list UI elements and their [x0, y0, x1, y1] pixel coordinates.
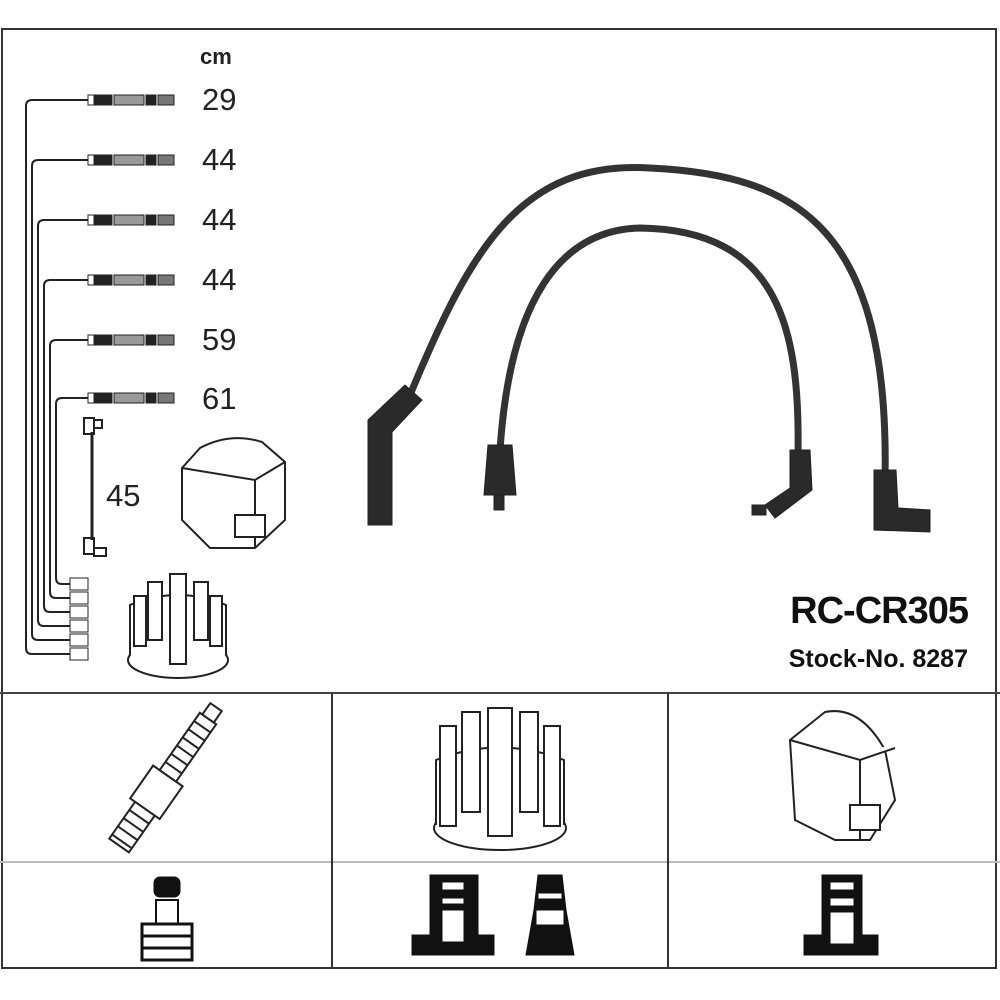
- cable-terminal: [113, 94, 145, 106]
- cable-terminal: [93, 392, 113, 404]
- cable-terminal: [157, 392, 175, 404]
- ignition-cables: [406, 164, 889, 481]
- cable-terminal: [93, 274, 113, 286]
- cable-terminal: [157, 274, 175, 286]
- cable-schematic: [25, 99, 107, 655]
- cable-length: 29: [202, 82, 237, 117]
- ignition-coil-icon: [788, 710, 897, 841]
- cable-terminal: [145, 334, 157, 346]
- cable-terminal: [157, 214, 175, 226]
- cable-terminal: [113, 334, 145, 346]
- cable-terminal: [157, 154, 175, 166]
- divider: [667, 692, 669, 969]
- product-code: RC-CR305: [790, 590, 969, 632]
- cable-terminal: [93, 334, 113, 346]
- cable-terminal: [93, 154, 113, 166]
- cable-boots: [367, 384, 931, 533]
- cable-terminal: [157, 94, 175, 106]
- cable-terminal: [145, 392, 157, 404]
- cable-terminal: [113, 154, 145, 166]
- stock-number: Stock-No. 8287: [788, 645, 968, 673]
- distributor-terminal: [69, 591, 89, 605]
- cable-terminal: [87, 274, 95, 286]
- distributor-cap-small: [127, 573, 229, 679]
- distributor-terminal: [69, 577, 89, 591]
- cable-length: 59: [202, 322, 237, 357]
- connector-icons: [140, 874, 879, 962]
- distributor-terminal: [69, 633, 89, 647]
- cable-terminal: [113, 214, 145, 226]
- cable-length: 44: [202, 262, 237, 297]
- distributor-terminal: [69, 647, 89, 661]
- cable-terminal: [157, 334, 175, 346]
- cable-terminals: [69, 94, 175, 661]
- divider: [0, 861, 1000, 863]
- cable-terminal: [87, 334, 95, 346]
- cable-terminal: [145, 154, 157, 166]
- distributor-terminal: [69, 619, 89, 633]
- cable-terminal: [93, 214, 113, 226]
- diagram-frame: [1, 28, 997, 969]
- coil-cable-length: 45: [106, 478, 141, 513]
- spark-plug-icon: [107, 701, 224, 854]
- length-unit: cm: [200, 44, 232, 69]
- cable-terminal: [113, 274, 145, 286]
- divider: [331, 692, 333, 969]
- cable-terminal: [145, 214, 157, 226]
- cable-terminal: [87, 214, 95, 226]
- cable-terminal: [87, 94, 95, 106]
- cable-terminal: [87, 392, 95, 404]
- coil-icon-small: [181, 437, 286, 549]
- cable-length: 44: [202, 142, 237, 177]
- divider: [0, 692, 1000, 694]
- cable-terminal: [87, 154, 95, 166]
- cable-terminal: [145, 274, 157, 286]
- cable-terminal: [93, 94, 113, 106]
- cable-length: 61: [202, 381, 237, 416]
- distributor-cap-icon: [433, 707, 567, 851]
- cable-terminal: [113, 392, 145, 404]
- cable-length: 44: [202, 202, 237, 237]
- distributor-terminal: [69, 605, 89, 619]
- cable-terminal: [145, 94, 157, 106]
